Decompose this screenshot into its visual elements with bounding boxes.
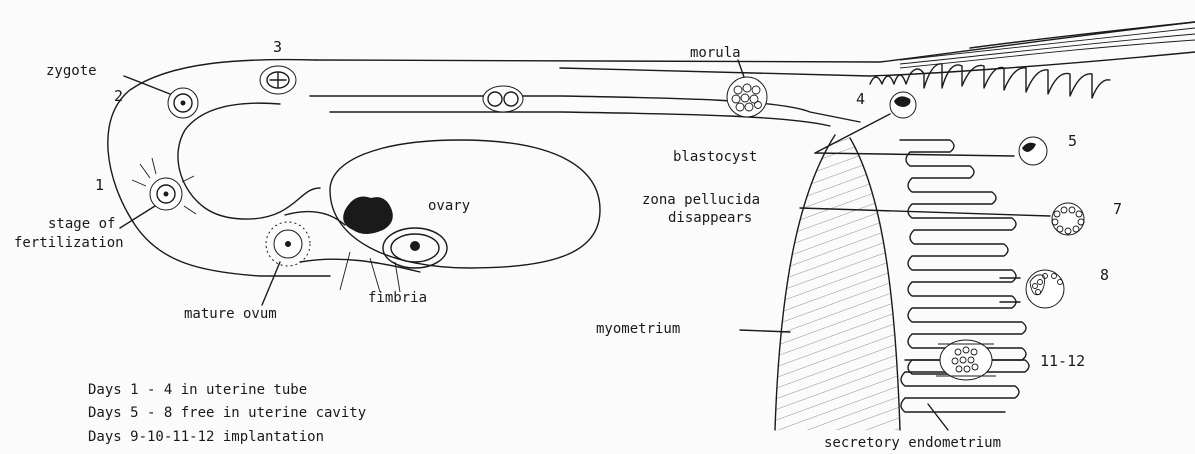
label-ovary: ovary — [428, 198, 470, 214]
mature-ovum: mature ovum — [184, 222, 310, 322]
corpus-luteum — [343, 197, 393, 235]
day-notes: Days 1 - 4 in uterine tube Days 5 - 8 fr… — [88, 382, 366, 445]
stage-cleavage-4cell: 3 — [260, 38, 296, 94]
stage-cleavage-2cell — [483, 86, 523, 112]
stage-number-8: 8 — [1100, 266, 1109, 284]
label-zona-line1: zona pellucida — [642, 192, 760, 208]
stage-number-11-12: 11-12 — [1040, 352, 1085, 370]
label-morula: morula — [690, 45, 741, 61]
stage-number-2: 2 — [114, 87, 123, 105]
label-blastocyst: blastocyst — [673, 149, 757, 165]
label-myometrium: myometrium — [596, 321, 680, 337]
label-secretory-endometrium: secretory endometrium — [824, 435, 1001, 451]
label-mature-ovum: mature ovum — [184, 306, 277, 322]
label-fertilization: fertilization — [14, 235, 124, 251]
stage-4-blastocyst: 4 — [856, 90, 916, 118]
tube-inner-lumen-lower — [310, 96, 860, 122]
stage-7: zona pellucida disappears 7 — [642, 192, 1122, 235]
label-stage-of: stage of — [48, 216, 115, 232]
tube-lower-wall-curve — [178, 103, 320, 219]
stage-fertilization: 1 stage of fertilization — [14, 158, 196, 251]
stage-number-7: 7 — [1113, 200, 1122, 218]
tube-top-stripe — [970, 22, 1195, 48]
label-zona-line2: disappears — [668, 210, 752, 226]
stage-number-5: 5 — [1068, 132, 1077, 150]
myometrium: myometrium — [596, 135, 900, 430]
stage-number-3: 3 — [273, 38, 282, 56]
label-fimbria: fimbria — [368, 290, 427, 306]
stage-5-blastocyst: 5 — [1019, 132, 1077, 165]
note-days-9-12: Days 9-10-11-12 implantation — [88, 429, 324, 445]
stage-morula: morula — [690, 45, 767, 117]
tube-inner-wall-top — [560, 52, 1195, 76]
stage-number-1: 1 — [95, 176, 104, 194]
ovary: ovary — [330, 140, 600, 268]
note-days-1-4: Days 1 - 4 in uterine tube — [88, 382, 307, 398]
stage-number-4: 4 — [856, 90, 865, 108]
stage-zygote: zygote 2 — [46, 63, 198, 118]
note-days-5-8: Days 5 - 8 free in uterine cavity — [88, 405, 366, 421]
label-zygote: zygote — [46, 63, 97, 79]
